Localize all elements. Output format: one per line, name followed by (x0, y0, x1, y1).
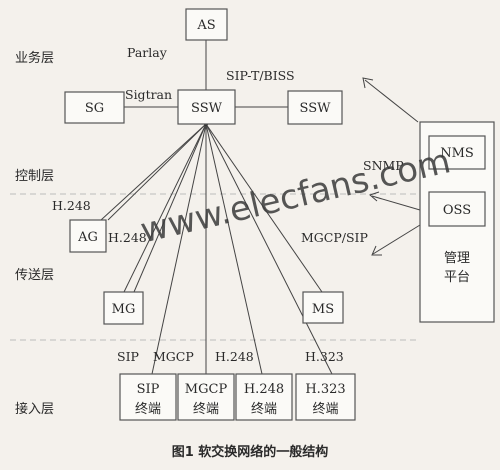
ms-node-label: MS (312, 302, 334, 317)
h248-terminal-node (235, 373, 293, 421)
sg-node-label: SG (85, 101, 104, 116)
mgcp-terminal-label-line2: 终端 (193, 401, 219, 417)
h248-terminal-label-line2: 终端 (251, 401, 277, 417)
layer-label-transport: 传送层 (15, 268, 54, 283)
label-h248-ag-left: H.248 (52, 198, 91, 213)
as-node-label: AS (196, 18, 215, 33)
ssw-peer-node (287, 90, 343, 125)
nms-node-label: NMS (440, 146, 474, 161)
label-parlay: Parlay (127, 45, 168, 60)
edge-ssw-sip-terminal (151, 123, 207, 375)
sip-terminal-label-line2: 终端 (135, 401, 161, 417)
oss-node (428, 191, 486, 227)
ag-node (69, 219, 107, 253)
oss-node-label: OSS (443, 203, 471, 218)
arrow-head-control (369, 191, 380, 202)
arrow-to-control-layer (371, 195, 421, 211)
label-sip-t-biss: SIP-T/BISS (226, 68, 295, 83)
label-h248-ag-right: H.248 (108, 230, 147, 245)
label-proto-sip: SIP (117, 349, 139, 364)
ssw-main-node-label: SSW (191, 101, 223, 116)
label-snmp: SNMP (363, 158, 404, 173)
ssw-main-node (177, 89, 236, 125)
as-node (185, 8, 228, 41)
edge-ssw-h248-terminal (205, 123, 263, 375)
ssw-peer-node-label: SSW (300, 101, 332, 116)
arrow-to-transport-layer (372, 224, 421, 255)
edge-ssw-mg-left (123, 123, 207, 293)
mgmt-platform-label-line2: 平台 (444, 270, 470, 285)
edge-ssw-ms (205, 123, 323, 293)
h323-terminal-label-line2: 终端 (312, 401, 338, 417)
mgmt-platform-label-line1: 管理 (444, 251, 470, 266)
arrow-to-service-layer (364, 79, 419, 123)
edge-ssw-mg-right (133, 123, 207, 293)
edge-ssw-ag-right (107, 123, 207, 221)
label-mgcp-sip: MGCP/SIP (301, 230, 368, 245)
ag-node-label: AG (77, 230, 98, 245)
mg-node (103, 291, 144, 325)
sip-terminal-node (119, 373, 177, 421)
mgcp-terminal-node (177, 373, 235, 421)
sip-terminal-label-line1: SIP (137, 382, 160, 397)
h323-terminal-node (295, 373, 356, 421)
mg-node-label: MG (112, 302, 136, 317)
layer-label-control: 控制层 (15, 169, 54, 184)
edge-ssw-ag-left (100, 123, 207, 221)
label-proto-mgcp: MGCP (153, 349, 194, 364)
h323-terminal-label-line1: H.323 (305, 382, 345, 397)
arrow-head-service (362, 77, 374, 89)
layer-label-access: 接入层 (15, 401, 54, 417)
label-proto-h248: H.248 (215, 349, 254, 364)
figure-caption: 图1 软交换网络的一般结构 (172, 444, 329, 460)
watermark-text: www.elecfans.com (137, 141, 454, 251)
edge-ssw-h323-terminal (205, 123, 333, 375)
mgcp-terminal-label-line1: MGCP (185, 382, 228, 397)
ms-node (302, 291, 344, 324)
label-sigtran: Sigtran (125, 87, 172, 102)
arrow-head-transport (371, 245, 382, 256)
nms-node (428, 135, 486, 170)
sg-node (64, 91, 125, 124)
label-proto-h323: H.323 (305, 349, 344, 364)
h248-terminal-label-line1: H.248 (244, 382, 284, 397)
layer-label-service: 业务层 (15, 50, 54, 66)
